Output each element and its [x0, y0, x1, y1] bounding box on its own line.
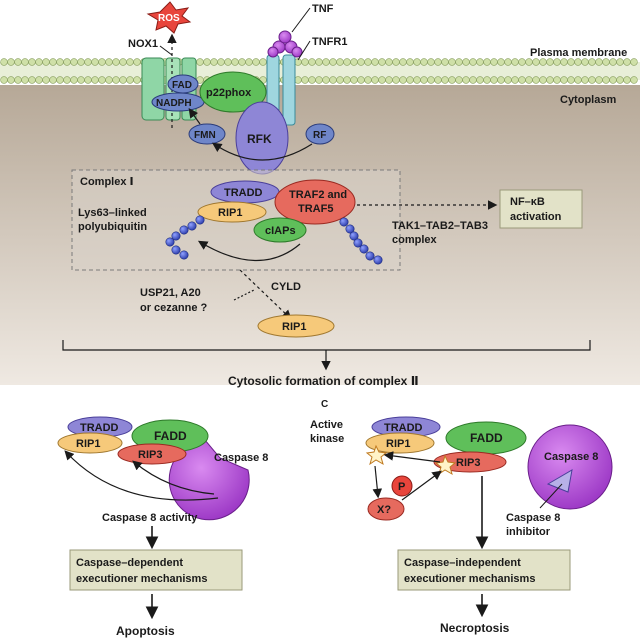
tnf-trimer [267, 30, 303, 58]
free-rip1 [257, 314, 335, 338]
cyld-label: CYLD [271, 281, 301, 293]
rip1-to-x-arrow [372, 465, 383, 499]
fmn-to-fad-arrow [188, 108, 201, 125]
necroptosis-tradd-label: TRADD [384, 422, 423, 434]
ubiquitin-label-line1: Lys63–linked [78, 207, 147, 219]
rip3-kinase-star [434, 454, 457, 476]
ubiquitin-chain-right [339, 217, 383, 265]
free-rip1-label: RIP1 [282, 321, 306, 333]
caspase-dependent-line1: Caspase–dependent [76, 557, 183, 569]
unknown-target-x-label: X? [377, 504, 391, 516]
nfkb-label-line1: NF–κB [510, 196, 545, 208]
nfkb-box [499, 189, 583, 229]
apoptosis-rip1-label: RIP1 [76, 438, 100, 450]
rf-protein [305, 123, 335, 145]
apoptosis-caspase8-label: Caspase 8 [214, 452, 268, 464]
inhibitor-line2: inhibitor [506, 526, 551, 538]
apoptosis-fadd-label: FADD [154, 429, 187, 443]
phosphate-p [391, 475, 413, 497]
tnf-pointer [291, 7, 311, 33]
apoptosis-outcome: Apoptosis [116, 624, 175, 638]
apoptosis-rip3-label: RIP3 [138, 449, 162, 461]
active-kinase-line1: Active [310, 419, 343, 431]
caspase8-cleaves-rip3-arrow [132, 460, 215, 495]
necroptosis-rip1-label: RIP1 [386, 438, 410, 450]
rf-to-fmn-arrow [212, 142, 313, 161]
panel-label-c: C [321, 399, 328, 410]
caspase8-cleaves-rip1-arrow [64, 450, 219, 501]
fmn-label: FMN [194, 130, 216, 141]
tnf-label: TNF [312, 3, 334, 15]
unknown-target-x [367, 497, 405, 521]
necroptosis-rip3-label: RIP3 [456, 457, 480, 469]
nox1-pointer [159, 45, 173, 56]
inhibitor-pointer [539, 483, 563, 509]
complex1-rip1 [197, 201, 267, 223]
rip1-rip3-arrow [383, 451, 441, 463]
caspase-dependent-line2: executioner mechanisms [76, 573, 207, 585]
nox1-label: NOX1 [128, 38, 158, 50]
necroptosis-fadd-label: FADD [470, 431, 503, 445]
necroptosis-complex [365, 416, 527, 473]
ciap-ubiquitination-arrow [197, 240, 301, 262]
fad-label: FAD [172, 80, 192, 91]
phosphate-p-label: P [398, 481, 405, 493]
ubiquitin-chain-left [165, 215, 205, 260]
ros-label: ROS [158, 13, 180, 24]
necroptosis-outcome: Necroptosis [440, 621, 510, 635]
necroptosis-caspase8 [527, 424, 613, 510]
rf-label: RF [313, 130, 326, 141]
active-kinase-line2: kinase [310, 433, 344, 445]
plasma-membrane-label: Plasma membrane [530, 47, 627, 59]
complex1-traf [274, 179, 356, 225]
p22phox-label: p22phox [206, 87, 252, 99]
rfk-label: RFK [247, 132, 272, 146]
x-to-rip3-arrow [401, 470, 442, 501]
ros-star [146, 1, 192, 34]
apoptosis-tradd-label: TRADD [80, 422, 119, 434]
tnfr1-pointer [297, 40, 311, 61]
complex1-traf-label-line1: TRAF2 and [289, 189, 347, 201]
fmn-protein [188, 123, 226, 145]
tak-label-line1: TAK1–TAB2–TAB3 [392, 220, 488, 232]
plasma-membrane [0, 58, 640, 84]
usp-label-line2: or cezanne ? [140, 302, 208, 314]
caspase-independent-line2: executioner mechanisms [404, 573, 535, 585]
caspase-independent-line1: Caspase–independent [404, 557, 521, 569]
complex-1-title: Complex Ⅰ [80, 176, 134, 188]
tnfr1-label: TNFR1 [312, 36, 347, 48]
complex1-ciaps [253, 217, 307, 243]
nfkb-label-line2: activation [510, 211, 562, 223]
complex1-ciaps-label: cIAPs [265, 225, 296, 237]
usp-label-line1: USP21, A20 [140, 287, 201, 299]
tak-label-line2: complex [392, 234, 438, 246]
nadph-label: NADPH [156, 98, 192, 109]
complex1-tradd-label: TRADD [224, 187, 263, 199]
p22phox-protein [199, 71, 267, 113]
ubiquitin-label-line2: polyubiquitin [78, 221, 147, 233]
necroptosis-caspase8-label: Caspase 8 [544, 451, 598, 463]
complex1-rip1-label: RIP1 [218, 207, 242, 219]
caspase8-activity-label: Caspase 8 activity [102, 512, 198, 524]
complex1-traf-label-line2: TRAF5 [298, 203, 333, 215]
cytoplasm-label: Cytoplasm [560, 94, 616, 106]
inhibitor-line1: Caspase 8 [506, 512, 560, 524]
complex-2-title: Cytosolic formation of complex Ⅱ [228, 374, 419, 388]
caspase-independent-box [397, 549, 571, 591]
caspase-dependent-box [69, 549, 243, 591]
